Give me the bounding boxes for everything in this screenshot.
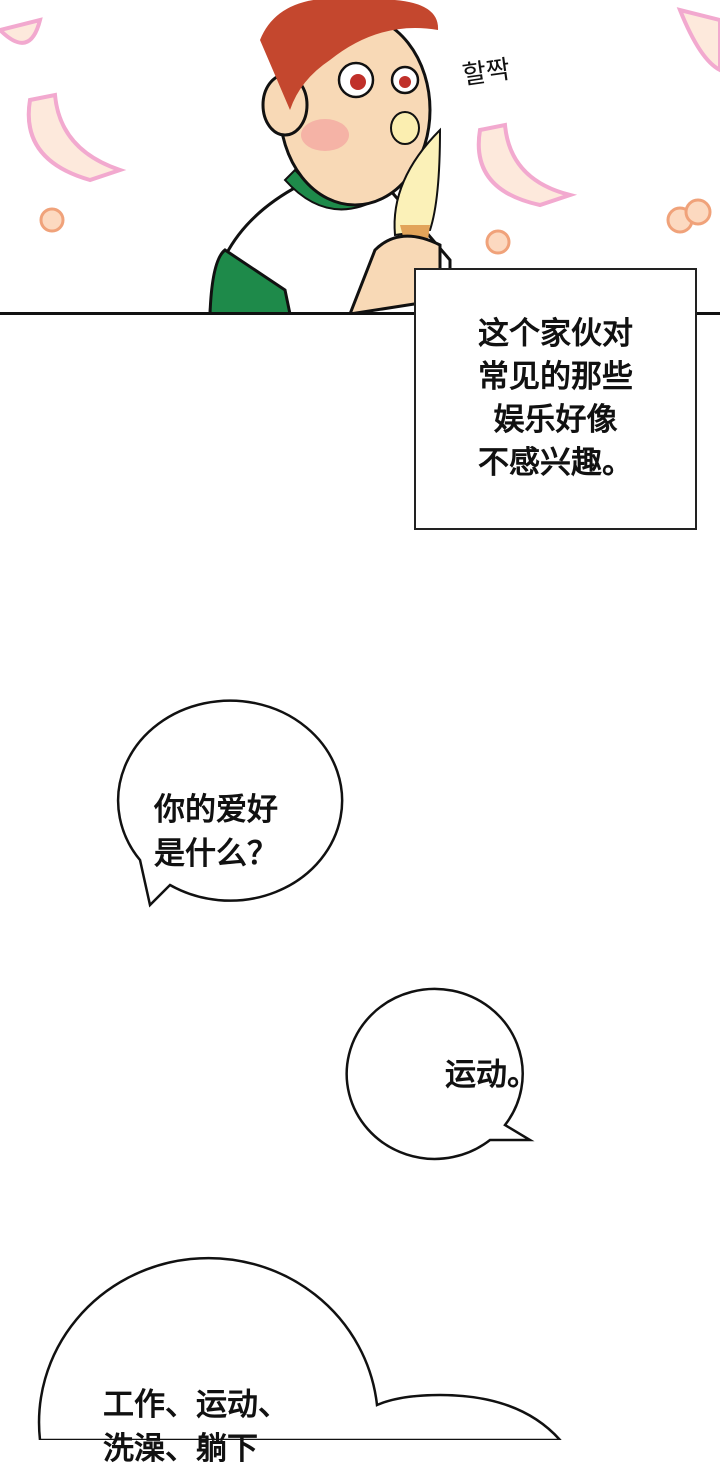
speech-bubble-3 bbox=[37, 1256, 562, 1440]
bubble-line: 洗澡、躺下 bbox=[103, 1431, 258, 1467]
caption-line: 常见的那些 bbox=[478, 359, 633, 395]
panel-border-line bbox=[0, 312, 720, 315]
speech-bubble-1 bbox=[116, 699, 344, 908]
speech-bubble-3-text: 工作、运动、 洗澡、躺下 bbox=[103, 1383, 289, 1471]
caption-line: 这个家伙对 bbox=[478, 316, 633, 352]
bubble-line: 是什么？ bbox=[154, 836, 278, 872]
caption-line: 不感兴趣。 bbox=[478, 445, 633, 481]
bubble-line: 工作、运动、 bbox=[103, 1387, 289, 1423]
bubble-line: 你的爱好 bbox=[154, 792, 278, 828]
speech-bubble-2 bbox=[345, 987, 535, 1161]
banana-pattern bbox=[0, 7, 720, 208]
speech-bubble-2-text: 运动。 bbox=[445, 1057, 538, 1093]
comic-panel-boy-eating-ice-cream: 할짝 bbox=[0, 0, 720, 314]
illustration bbox=[0, 0, 720, 314]
speech-bubble-1-text: 你的爱好 是什么？ bbox=[154, 788, 278, 876]
narration-caption-box: 这个家伙对 常见的那些 娱乐好像 不感兴趣。 bbox=[414, 268, 697, 530]
caption-line: 娱乐好像 bbox=[493, 402, 618, 438]
speech-bubbles bbox=[37, 699, 562, 1440]
